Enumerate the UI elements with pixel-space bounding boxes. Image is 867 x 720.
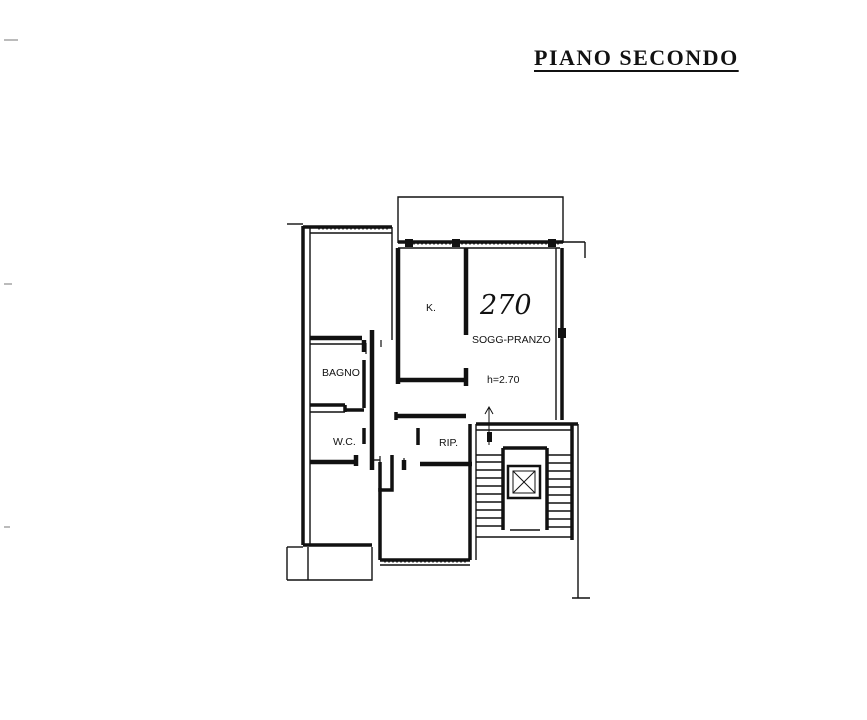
kitchen-label: K. bbox=[426, 302, 436, 314]
height-label: h=2.70 bbox=[487, 374, 520, 386]
page-title: PIANO SECONDO bbox=[534, 45, 739, 70]
wc-walls bbox=[310, 455, 380, 466]
handwritten-note: 270 bbox=[479, 290, 532, 321]
kitchen-walls bbox=[391, 243, 469, 386]
top-balcony bbox=[397, 196, 564, 243]
exterior-wall-left bbox=[287, 223, 311, 545]
bathroom-walls bbox=[310, 330, 375, 470]
door-marks bbox=[363, 340, 419, 466]
window-marks-top bbox=[318, 228, 560, 247]
storage-label: RIP. bbox=[439, 437, 458, 449]
exterior-wall-top bbox=[303, 225, 586, 258]
living-dining-label: SOGG-PRANZO bbox=[472, 334, 551, 346]
exterior-wall-right bbox=[555, 248, 566, 420]
entrance-arrow-icon bbox=[484, 405, 494, 445]
bottom-balcony bbox=[286, 547, 373, 581]
stairwell bbox=[476, 422, 590, 599]
scan-marks bbox=[4, 39, 18, 528]
bathroom-label: BAGNO bbox=[322, 367, 360, 379]
wc-label: W.C. bbox=[333, 436, 356, 448]
elevator bbox=[506, 464, 542, 500]
